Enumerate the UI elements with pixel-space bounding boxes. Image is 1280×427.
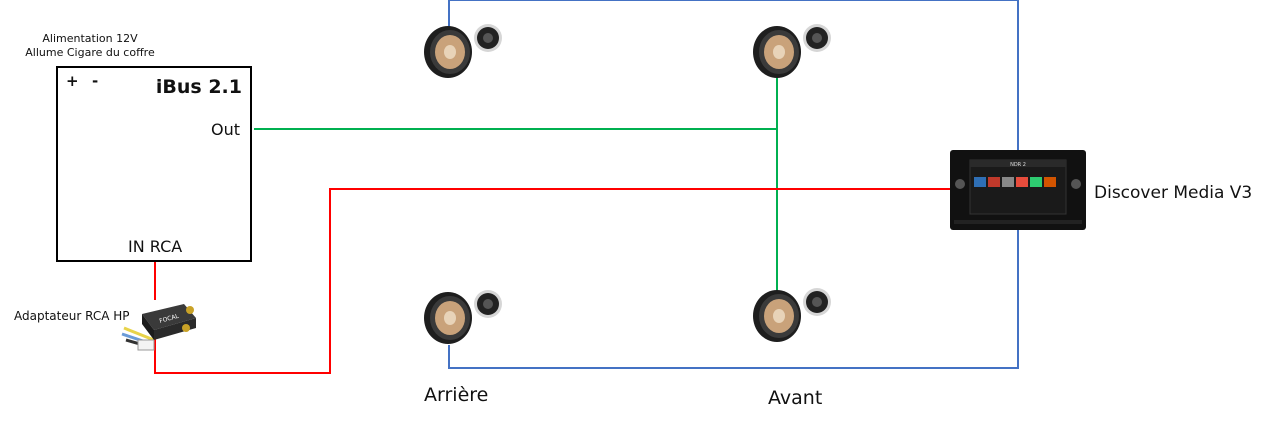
- ibus-minus: -: [92, 72, 98, 90]
- adapter-image: FOCAL: [114, 296, 204, 362]
- power-line-1: Alimentation 12V: [10, 32, 170, 46]
- blue-wire: [449, 0, 1018, 368]
- head-unit-screen-title: NDR 2: [1010, 162, 1026, 168]
- speaker-front-bottom: [749, 284, 833, 344]
- ibus-box: + - iBus 2.1 Out IN RCA: [56, 66, 252, 262]
- speaker-front-top: [749, 20, 833, 80]
- power-label: Alimentation 12V Allume Cigare du coffre: [10, 32, 170, 60]
- red-wire: [155, 189, 952, 373]
- head-unit-label: Discover Media V3: [1094, 183, 1252, 203]
- power-line-2: Allume Cigare du coffre: [10, 46, 170, 60]
- ibus-out-label: Out: [211, 120, 240, 139]
- speaker-rear-top: [420, 20, 504, 80]
- adapter-label: Adaptateur RCA HP: [14, 309, 130, 323]
- ibus-in-label: IN RCA: [128, 237, 182, 256]
- head-unit-image: NDR 2: [950, 150, 1086, 230]
- ibus-plus: +: [66, 72, 79, 90]
- front-label: Avant: [768, 387, 822, 409]
- rear-label: Arrière: [424, 384, 488, 406]
- speaker-rear-bottom: [420, 286, 504, 346]
- ibus-title: iBus 2.1: [156, 76, 242, 98]
